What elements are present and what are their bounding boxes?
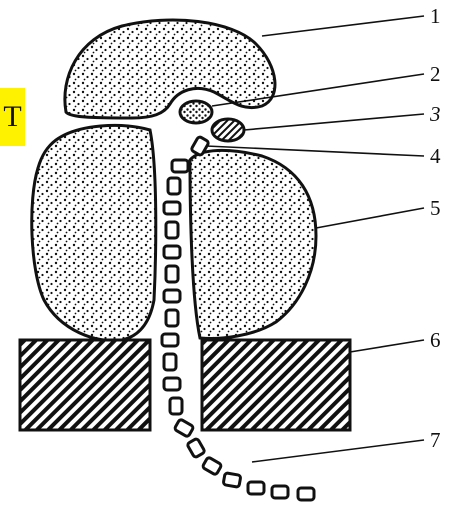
large-subunit-right-shape [190,150,316,338]
chain-link [166,222,178,238]
trna-hatched-shape [212,119,244,141]
chain-link [298,488,314,500]
chain-link [168,178,180,194]
leader-line-7 [252,440,424,462]
trna-dark-shape [180,101,212,123]
leader-line-6 [350,340,424,352]
leader-line-5 [316,208,424,228]
leader-line-3 [244,114,424,130]
chain-link [170,398,182,414]
chain-link [202,457,222,475]
chain-link [164,202,180,214]
membrane-right-block [202,340,350,430]
membrane-left-block [20,340,150,430]
label-5: 5 [430,196,441,220]
label-1: 1 [430,4,441,28]
chain-link [164,246,180,258]
chain-link [162,334,178,346]
leader-line-1 [262,16,424,36]
chain-link [164,354,176,370]
chain-link [223,473,241,488]
chain-link [187,438,205,458]
label-6: 6 [430,328,441,352]
chain-link [164,378,180,390]
label-7: 7 [430,428,441,452]
chain-link [272,486,288,498]
side-marker-badge: T [0,88,25,146]
chain-link [166,310,178,326]
large-subunit-left-shape [32,125,156,340]
small-subunit-shape [65,20,275,118]
chain-link [248,482,264,494]
chain-link [174,419,194,437]
chain-link [164,290,180,302]
chain-link [172,160,188,172]
label-3: 3 [429,102,441,126]
chain-link [166,266,178,282]
label-4: 4 [430,144,441,168]
label-2: 2 [430,62,441,86]
